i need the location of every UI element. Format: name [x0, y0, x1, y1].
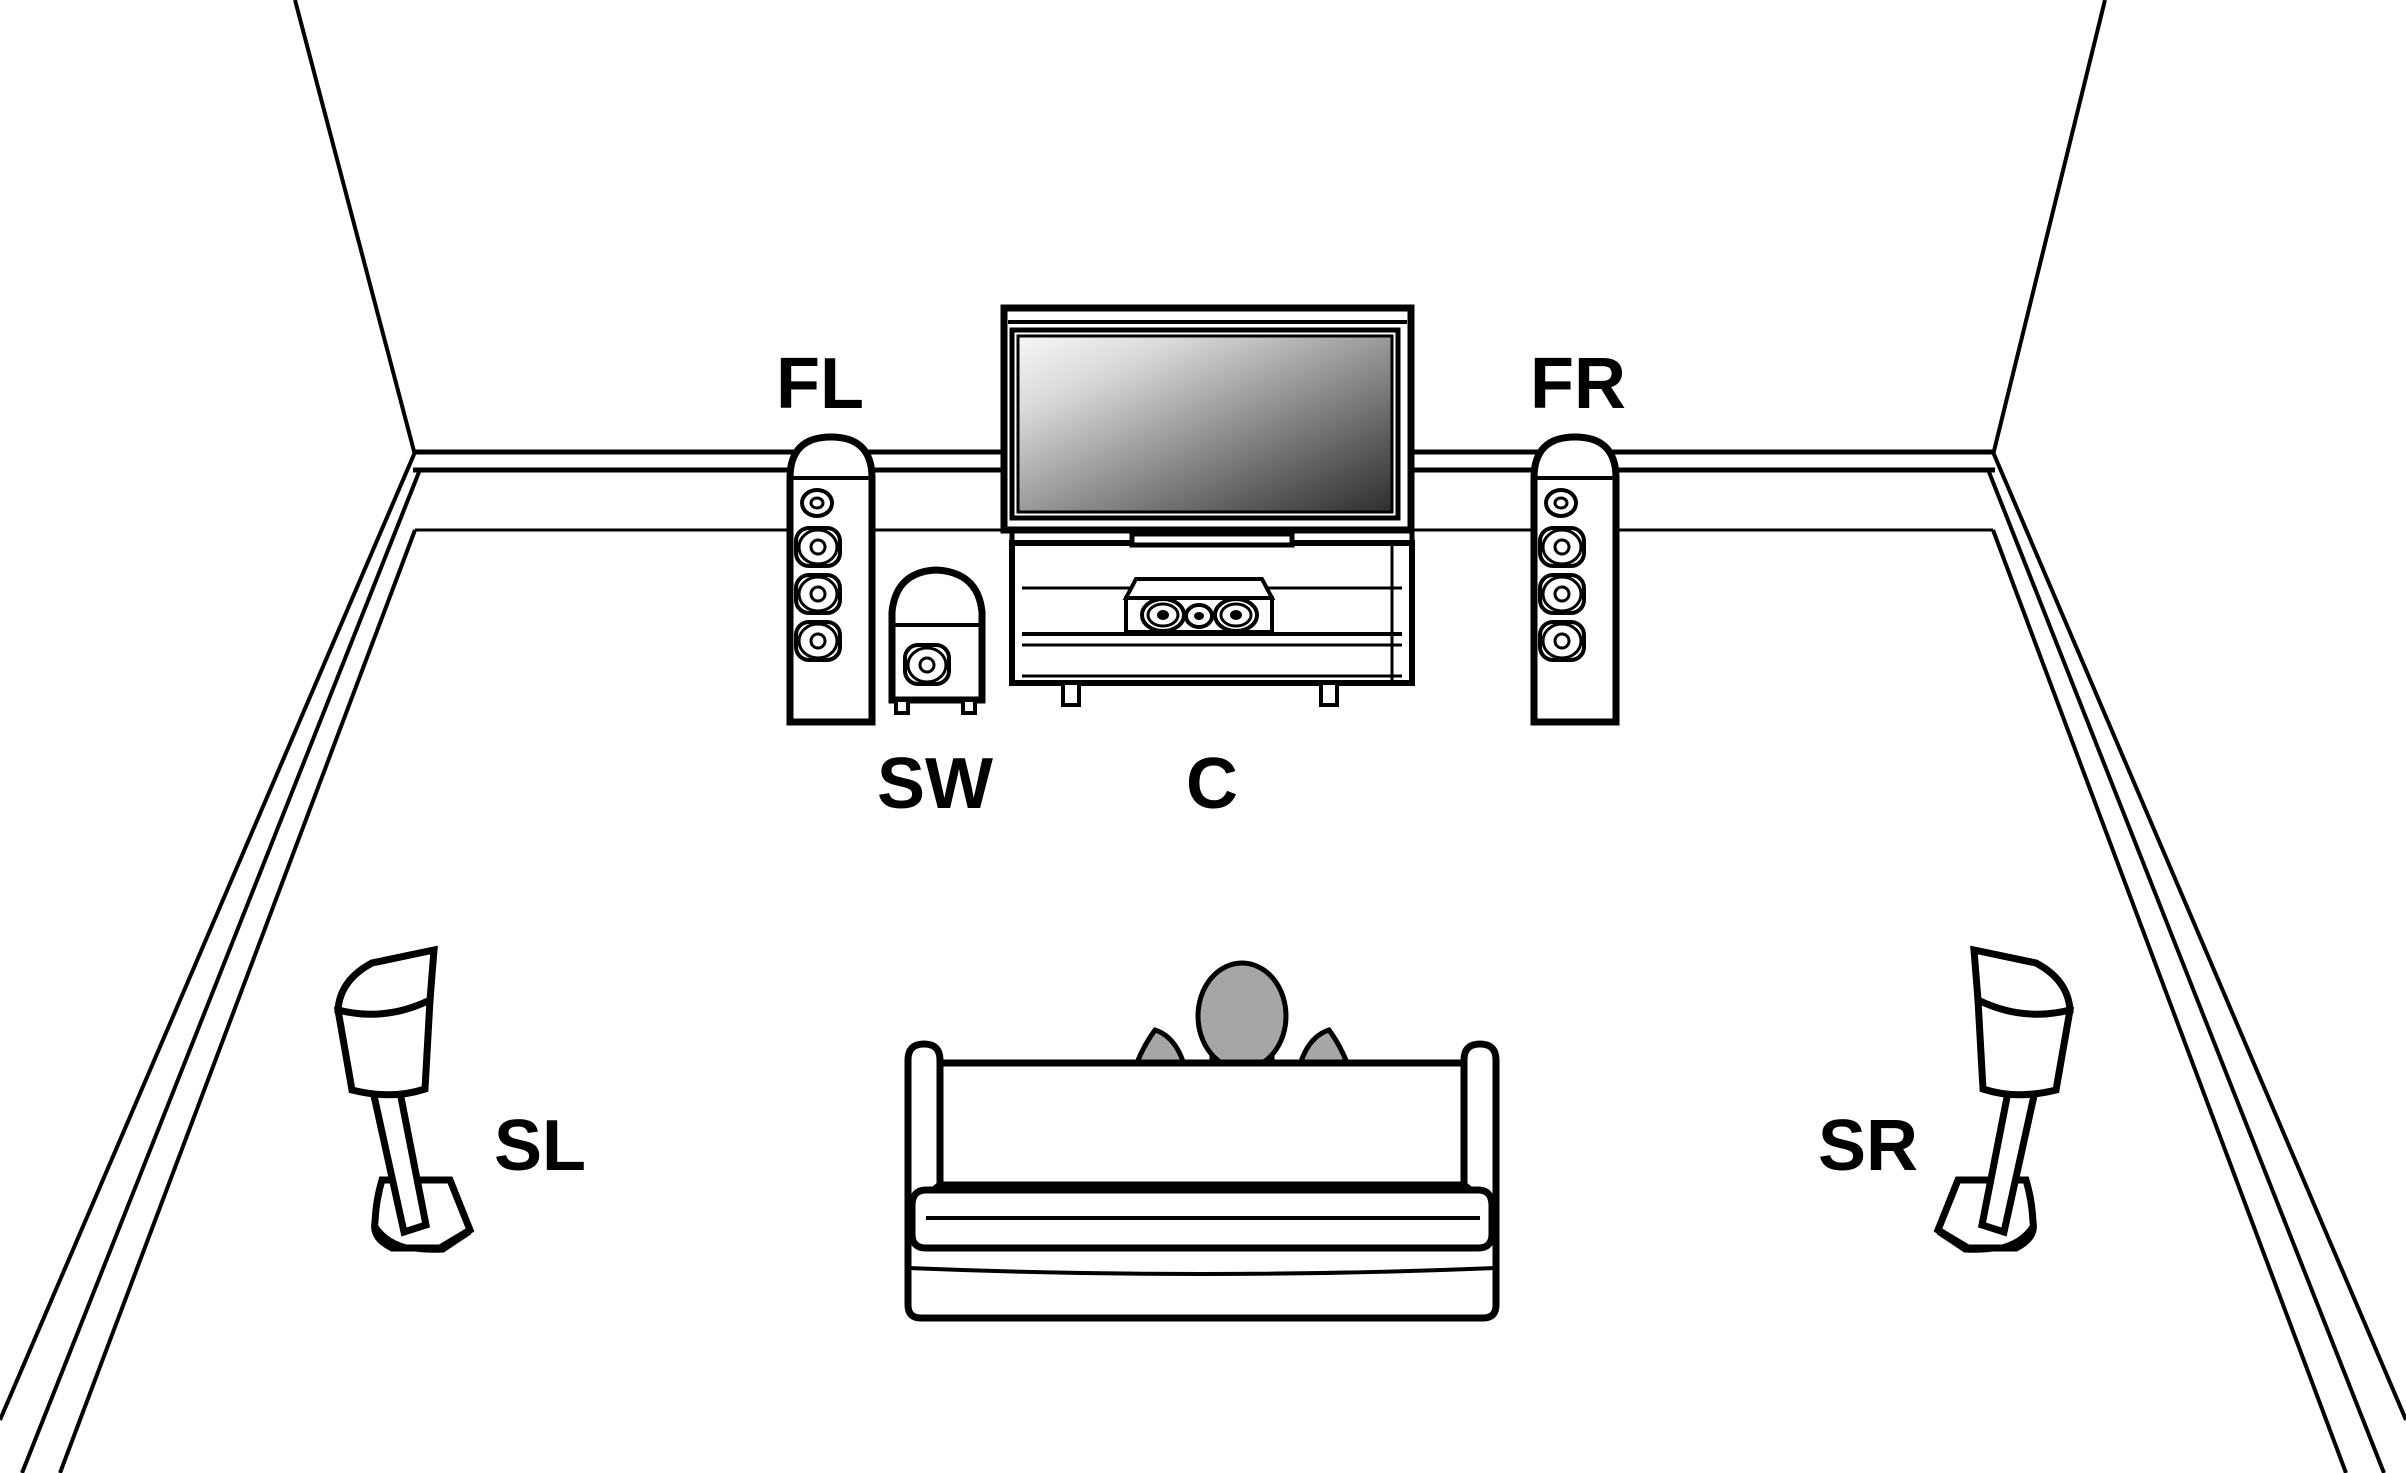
right-wall-baseboard: [1987, 451, 2406, 1473]
label-front-right: FR: [1530, 344, 1626, 424]
left-baseboard-line-2: [20, 471, 421, 1473]
right-baseboard-line-2: [1987, 471, 2386, 1473]
subwoofer-foot-left: [894, 698, 910, 715]
surround-left-speaker[interactable]: [333, 945, 475, 1253]
fr-speaker-woofer1-dustcap: [1553, 585, 1571, 603]
left-ceiling-corner-line: [293, 0, 417, 456]
left-baseboard-line-3: [58, 529, 417, 1473]
tv-screen: [1016, 334, 1394, 514]
sofa: [904, 1040, 1500, 1322]
subwoofer-foot-right: [961, 698, 977, 715]
label-subwoofer: SW: [877, 744, 993, 824]
front-left-speaker[interactable]: [786, 433, 876, 726]
fl-speaker-tweeter-dome: [809, 496, 825, 510]
sl-speaker-stand-base-edge: [372, 1223, 472, 1253]
center-speaker[interactable]: [1122, 577, 1276, 634]
television[interactable]: [1000, 304, 1415, 548]
right-baseboard-line-3: [1991, 529, 2348, 1473]
left-baseboard-line-1: [0, 451, 417, 1421]
center-speaker-woofer-right-dustcap: [1230, 610, 1242, 620]
center-speaker-top-bevel: [1122, 577, 1276, 600]
label-front-left: FL: [776, 344, 864, 424]
speaker-labels: FL FR SW C SL SR: [494, 344, 1918, 1186]
fr-speaker-woofer2-dustcap: [1553, 632, 1571, 650]
ceiling-corner-lines: [293, 0, 2107, 456]
center-speaker-tweeter-dome: [1194, 612, 1204, 620]
subwoofer-driver-dustcap: [918, 656, 936, 674]
sofa-backrest: [936, 1059, 1468, 1189]
surround-right-speaker[interactable]: [1933, 945, 2075, 1253]
sr-speaker-cabinet-body: [1974, 996, 2075, 1099]
sr-speaker-stand-base-edge: [1936, 1223, 2036, 1253]
person-head: [1195, 960, 1289, 1072]
fl-speaker-woofer2-dustcap: [809, 632, 827, 650]
sofa-armrest-left: [904, 1040, 944, 1218]
label-surround-right: SR: [1818, 1106, 1918, 1186]
fl-speaker-midrange-dustcap: [809, 538, 827, 556]
fr-speaker-tweeter-dome: [1553, 496, 1569, 510]
left-wall-baseboard: [0, 451, 421, 1473]
tv-pedestal-base: [1129, 531, 1295, 548]
front-right-speaker[interactable]: [1530, 433, 1620, 726]
right-ceiling-corner-line: [1991, 0, 2107, 456]
tv-stand-foot-right: [1319, 681, 1339, 707]
label-surround-left: SL: [494, 1106, 586, 1186]
right-baseboard-line-1: [1991, 451, 2406, 1421]
fr-speaker-midrange-dustcap: [1553, 538, 1571, 556]
sofa-armrest-right: [1460, 1040, 1500, 1218]
sr-speaker-baffle-seam: [1977, 998, 2071, 1017]
label-center: C: [1186, 744, 1238, 824]
sl-speaker-cabinet-body: [333, 996, 434, 1099]
tv-stand-foot-left: [1061, 681, 1081, 707]
subwoofer[interactable]: [888, 566, 986, 715]
center-speaker-woofer-left-dustcap: [1157, 610, 1169, 620]
sl-speaker-baffle-seam: [337, 998, 431, 1017]
sofa-base-seam: [907, 1266, 1497, 1276]
fl-speaker-woofer1-dustcap: [809, 585, 827, 603]
